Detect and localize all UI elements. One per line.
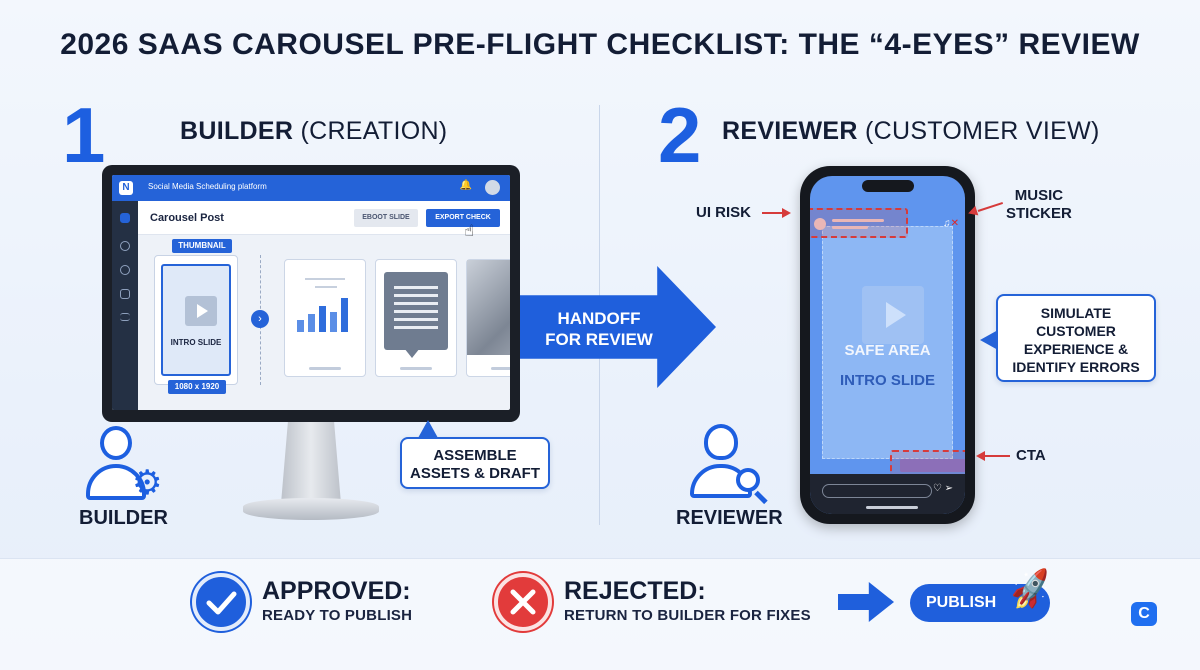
chart-title-line — [305, 278, 345, 280]
music-sticker-label: MUSIC STICKER — [1006, 187, 1072, 222]
ui-risk-zone — [810, 208, 908, 238]
builder-heading: BUILDER (CREATION) — [180, 117, 448, 145]
ui-risk-label: UI RISK — [696, 204, 752, 221]
intro-slide-label: INTRO SLIDE — [170, 338, 222, 347]
callout-pointer — [980, 330, 998, 350]
post-toolbar: Carousel Post EBOOT SLIDE EXPORT CHECK ☝ — [138, 201, 510, 240]
phone-screen: ♫✕ SAFE AREA INTRO SLIDE ♡ ➢ — [810, 176, 965, 514]
size-tag: 1080 x 1920 — [168, 380, 226, 394]
message-input[interactable] — [822, 484, 932, 498]
thumbnail-tag: THUMBNAIL — [172, 239, 232, 253]
thumbnail-frame: INTRO SLIDE — [161, 264, 231, 376]
reviewer-heading: REVIEWER (CUSTOMER VIEW) — [722, 117, 1100, 145]
cta-button[interactable] — [900, 459, 965, 472]
slide-chart-bar — [319, 306, 326, 332]
slide-chart-bar — [330, 312, 337, 332]
cta-arrow — [984, 455, 1010, 457]
cta-label: CTA — [1016, 447, 1046, 464]
post-title: Carousel Post — [150, 212, 224, 224]
approved-title: APPROVED: — [262, 577, 411, 605]
callout-pointer — [418, 420, 438, 438]
photo-slide[interactable] — [466, 259, 510, 377]
app-screen: N Social Media Scheduling platform 🔔 Car… — [112, 175, 510, 410]
page-title: 2026 SAAS CAROUSEL PRE-FLIGHT CHECKLIST:… — [60, 28, 1140, 61]
home-indicator — [866, 506, 918, 509]
slide-chart-bar — [308, 314, 315, 332]
rejected-x-icon — [494, 573, 552, 631]
handoff-label: HANDOFF FOR REVIEW — [545, 309, 653, 349]
play-icon — [862, 286, 924, 344]
sidebar-home-icon[interactable] — [120, 213, 130, 223]
step-number-1: 1 — [62, 91, 106, 179]
slide-chart-bar — [341, 298, 348, 332]
app-logo-icon: N — [119, 181, 133, 195]
brand-logo-icon: C — [1131, 602, 1157, 626]
slide-caption-line — [400, 367, 432, 370]
hand-cursor-icon: ☝ — [464, 223, 474, 240]
thumbnail-slide-card[interactable]: INTRO SLIDE — [154, 255, 238, 385]
chart-slide[interactable] — [284, 259, 366, 377]
rejected-subtitle: RETURN TO BUILDER FOR FIXES — [564, 607, 811, 624]
slide-caption-line — [491, 367, 510, 370]
builder-user-icon: ⚙ — [82, 426, 164, 506]
app-sidebar — [112, 201, 138, 410]
document-slide[interactable] — [375, 259, 457, 377]
platform-name: Social Media Scheduling platform — [148, 182, 267, 191]
document-icon — [384, 272, 448, 350]
heart-send-icon[interactable]: ♡ ➢ — [932, 483, 953, 494]
phone-notch — [862, 180, 914, 192]
music-sticker-arrow — [977, 202, 1004, 212]
approved-subtitle: READY TO PUBLISH — [262, 607, 413, 624]
gear-icon: ⚙ — [132, 464, 163, 502]
sidebar-list-icon[interactable] — [120, 313, 130, 321]
safe-area-label: SAFE AREA — [844, 342, 931, 359]
edit-slide-button[interactable]: EBOOT SLIDE — [354, 209, 418, 227]
approved-check-icon — [192, 573, 250, 631]
reviewer-user-icon — [690, 424, 776, 505]
publish-button[interactable]: PUBLISH — [910, 584, 1050, 622]
builder-callout: ASSEMBLE ASSETS & DRAFT — [400, 437, 550, 489]
slide-chart-bar — [297, 320, 304, 332]
builder-monitor: N Social Media Scheduling platform 🔔 Car… — [102, 165, 520, 422]
bell-icon[interactable]: 🔔 — [459, 180, 472, 191]
next-arrow-icon[interactable]: › — [251, 310, 269, 328]
monitor-base — [243, 498, 379, 520]
step-number-2: 2 — [658, 91, 702, 179]
app-header-bar: N Social Media Scheduling platform 🔔 — [112, 175, 510, 201]
slide-caption-line — [309, 367, 341, 370]
rocket-icon: 🚀 — [1007, 567, 1056, 613]
builder-role-label: BUILDER — [79, 507, 168, 529]
sidebar-clock-icon[interactable] — [120, 241, 130, 251]
chart-subtitle-line — [315, 286, 337, 288]
reviewer-role-label: REVIEWER — [676, 507, 783, 529]
intro-slide-label: INTRO SLIDE — [839, 372, 935, 389]
monitor-stand — [281, 422, 341, 500]
magnifier-icon — [736, 468, 760, 492]
sidebar-target-icon[interactable] — [120, 265, 130, 275]
rejected-title: REJECTED: — [564, 577, 706, 605]
avatar[interactable] — [485, 180, 500, 195]
music-sticker-icon[interactable]: ♫✕ — [943, 218, 959, 229]
play-icon — [185, 296, 217, 326]
ui-risk-arrow — [762, 212, 784, 214]
sidebar-image-icon[interactable] — [120, 289, 130, 299]
photo-image — [467, 260, 510, 355]
reviewer-callout: SIMULATE CUSTOMER EXPERIENCE & IDENTIFY … — [996, 294, 1156, 382]
reviewer-phone: ♫✕ SAFE AREA INTRO SLIDE ♡ ➢ — [800, 166, 975, 524]
export-check-button[interactable]: EXPORT CHECK — [426, 209, 500, 227]
